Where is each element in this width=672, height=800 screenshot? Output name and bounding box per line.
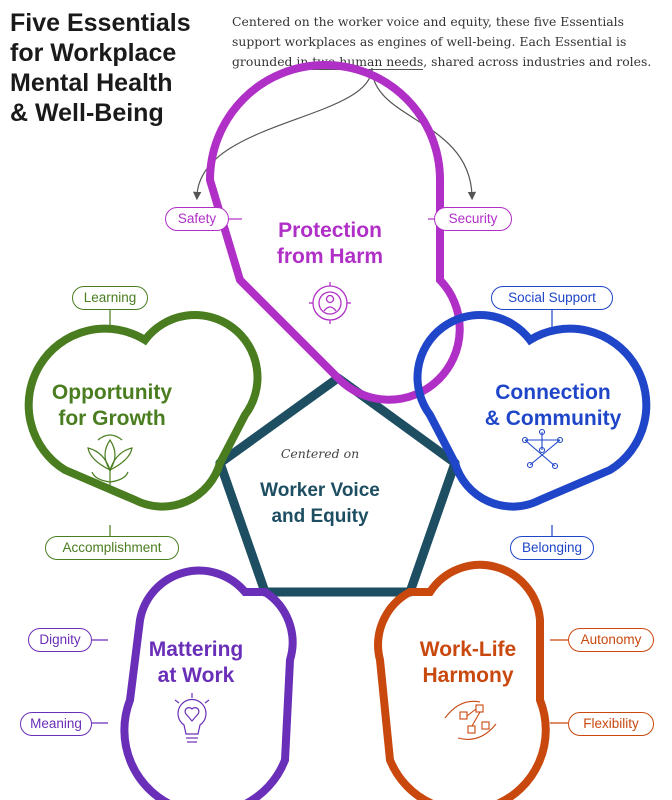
petal-protection	[205, 61, 464, 404]
need-pill-learning: Learning	[72, 286, 148, 310]
title-line: for Workplace	[10, 39, 177, 67]
center-title-line: Worker Voice	[260, 480, 380, 501]
center-title-line: and Equity	[271, 506, 369, 527]
title-line: & Well-Being	[10, 99, 164, 127]
essential-title-line: for Growth	[58, 407, 166, 430]
page-title: Five Essentials for Workplace Mental Hea…	[10, 8, 230, 128]
flower-icon	[87, 434, 133, 490]
essential-title-line: Connection	[495, 381, 611, 404]
flow-nodes-icon	[444, 700, 497, 740]
essential-title-mattering: Mattering at Work	[126, 637, 266, 689]
petal-mattering	[120, 566, 297, 800]
intro-before: Centered on the worker voice and equity,…	[232, 14, 627, 69]
essential-title-line: Work-Life	[419, 638, 517, 661]
lightbulb-heart-icon	[174, 693, 210, 743]
need-pill-accomplishment: Accomplishment	[45, 536, 179, 560]
essential-title-line: Protection	[278, 219, 382, 242]
petal-connection	[413, 311, 651, 511]
center-title: Worker Voice and Equity	[220, 478, 420, 530]
essential-title-harmony: Work-Life Harmony	[398, 637, 538, 689]
need-pill-meaning: Meaning	[20, 712, 92, 736]
essential-title-line: Opportunity	[51, 381, 173, 404]
essential-title-connection: Connection & Community	[468, 380, 638, 432]
network-icon	[521, 428, 564, 470]
title-line: Five Essentials	[10, 9, 191, 37]
petal-growth	[24, 311, 262, 511]
essential-title-growth: Opportunity for Growth	[32, 380, 192, 432]
petal-harmony	[374, 560, 550, 800]
essential-title-line: Harmony	[422, 664, 514, 687]
need-pill-belonging: Belonging	[510, 536, 594, 560]
essential-title-line: from Harm	[276, 245, 384, 268]
need-pill-dignity: Dignity	[28, 628, 92, 652]
need-pill-autonomy: Autonomy	[568, 628, 654, 652]
essential-title-line: at Work	[157, 664, 235, 687]
essential-title-line: Mattering	[148, 638, 244, 661]
center-subtitle: Centered on	[280, 446, 360, 461]
person-shield-icon	[309, 282, 351, 324]
intro-after: , shared across industries and roles.	[423, 54, 652, 69]
need-pill-safety: Safety	[165, 207, 229, 231]
title-line: Mental Health	[10, 69, 173, 97]
essential-title-line: & Community	[484, 407, 622, 430]
center-pentagon	[215, 373, 460, 597]
need-pill-security: Security	[434, 207, 512, 231]
needs-arrow-left	[192, 67, 373, 201]
need-pill-flexibility: Flexibility	[568, 712, 654, 736]
need-pill-social-support: Social Support	[491, 286, 613, 310]
essential-title-protection: Protection from Harm	[250, 218, 410, 270]
